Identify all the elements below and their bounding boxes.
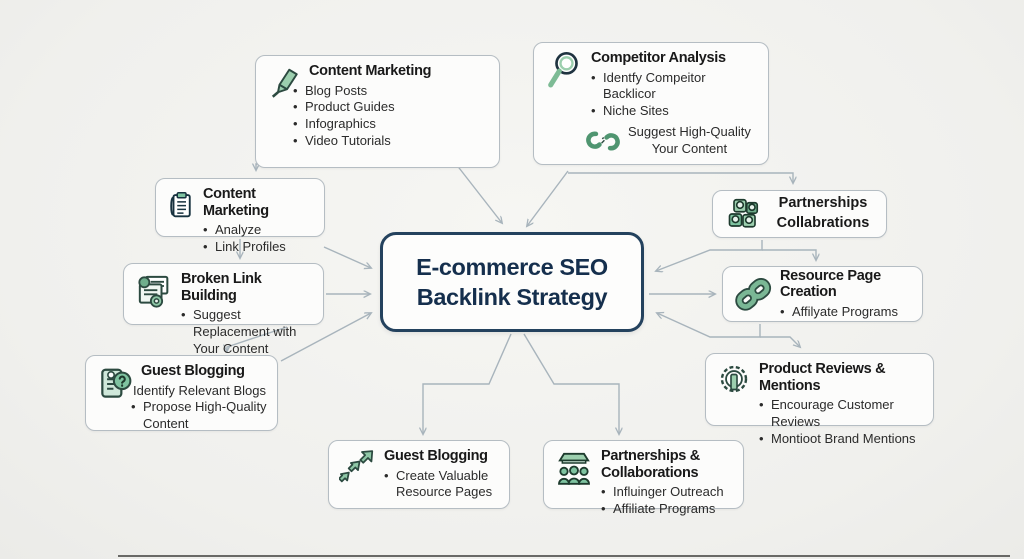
tablet-question-icon — [96, 363, 134, 405]
node-guest-blogging-bottom: Guest Blogging Create Valuable Resource … — [328, 440, 510, 509]
bottom-edge-line — [118, 555, 1010, 557]
node-title: Content Marketing — [203, 186, 269, 219]
node-competitor-analysis: Competitor Analysis Identfy Compeitor Ba… — [533, 42, 769, 165]
list-item: Identfy Compeitor Backlicor — [591, 70, 758, 103]
node-title: Product Reviews & Mentions — [759, 361, 886, 394]
list-item: Video Tutorials — [293, 133, 431, 150]
node-title-line1: Partnerships — [778, 195, 868, 212]
list-item: Affiliate Programs — [601, 501, 733, 518]
list-item: Product Guides — [293, 99, 431, 116]
node-partnerships-collaborations-bottom: Partnerships & Collaborations Influinger… — [543, 440, 744, 517]
broken-page-icon — [134, 271, 174, 311]
node-content-marketing-top: Content Marketing Blog Posts Product Gui… — [255, 55, 500, 168]
node-title: Content Marketing — [309, 63, 432, 79]
node-guest-blogging-left: Guest Blogging Identify Relevant Blogs P… — [85, 355, 278, 431]
node-content-marketing-left: Content Marketing Analyze Link Profiles — [155, 178, 325, 255]
list-item: Montioot Brand Mentions — [759, 431, 923, 448]
node-title-line2: Collabrations — [776, 215, 870, 231]
node-broken-link-building: Broken Link Building Suggest Replacement… — [123, 263, 324, 356]
list-item: Propose High-Quality Content — [131, 399, 267, 432]
clipboard-icon — [166, 186, 196, 224]
list-item: Link Profiles — [203, 239, 314, 256]
pencil-icon — [266, 63, 302, 99]
center-title-line2: Backlink Strategy — [416, 284, 608, 310]
list-item: Analyze — [203, 222, 314, 239]
people-group-icon — [554, 448, 594, 488]
node-partnerships-top: Partnerships Collabrations — [712, 190, 887, 238]
list-item: Infographics — [293, 116, 431, 133]
node-title: Resource Page Creation — [780, 267, 881, 301]
node-title: Broken Link Building — [181, 271, 262, 304]
sub-text-line2: Your Content — [651, 140, 728, 156]
center-title-line1: E-commerce SEO — [416, 253, 608, 280]
team-grid-icon — [723, 196, 763, 232]
node-title: Competitor Analysis — [591, 50, 726, 66]
chain-link-icon — [733, 274, 773, 314]
list-item: Create Valuable Resource Pages — [384, 468, 502, 501]
list-item: Encourage Customer Reviews — [759, 397, 923, 430]
list-item: Identify Relevant Blogs — [133, 382, 266, 398]
list-item: Blog Posts — [293, 83, 431, 100]
award-badge-icon — [716, 361, 752, 403]
list-item: Affilyate Programs — [780, 304, 912, 321]
list-item: Niche Sites — [591, 103, 758, 120]
magnifier-icon — [544, 50, 584, 90]
node-title: Guest Blogging — [141, 363, 245, 379]
node-title: Partnerships & Collaborations — [601, 448, 700, 481]
list-item: Influinger Outreach — [601, 484, 733, 501]
node-title: Guest Blogging — [384, 448, 488, 464]
node-product-reviews-mentions: Product Reviews & Mentions Encourage Cus… — [705, 353, 934, 447]
center-node-ecommerce-seo-backlink-strategy: E-commerce SEO Backlink Strategy — [380, 232, 644, 332]
broken-chain-icon — [586, 124, 620, 158]
sub-text-line1: Suggest High-Quality — [628, 124, 751, 140]
arrows-icon — [338, 448, 377, 486]
node-resource-page-creation: Resource Page Creation Affilyate Program… — [722, 266, 923, 322]
list-item: Suggest Replacement with Your Content — [181, 307, 313, 357]
